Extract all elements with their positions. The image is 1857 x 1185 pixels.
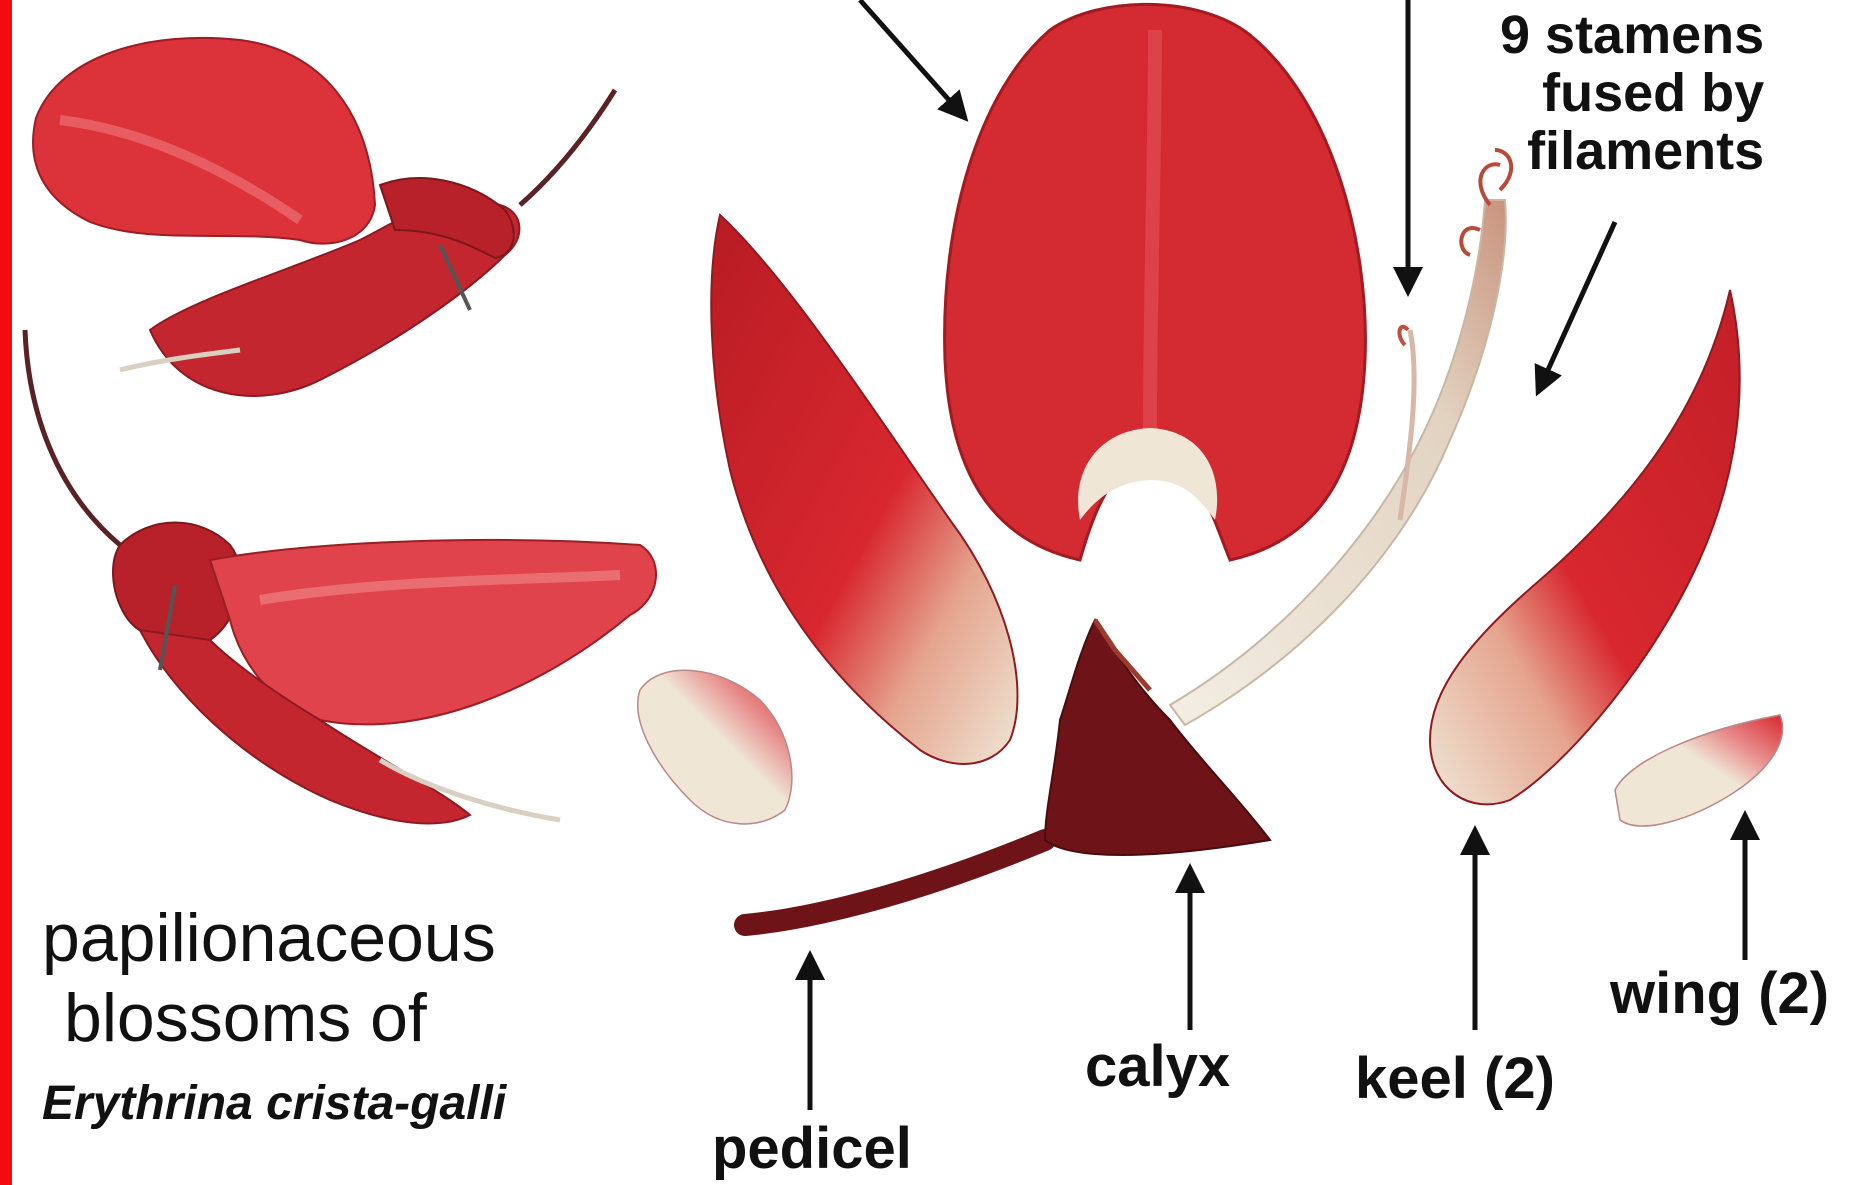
caption-line1: papilionaceous [42,898,506,978]
standard-petal [945,4,1366,560]
caption-species: Erythrina crista-galli [42,1064,506,1144]
arrow-standard [860,0,965,118]
blossom-illustration-top [33,38,615,396]
wing-petal-right [1615,715,1783,826]
label-stamens-line3: filaments [1500,122,1764,180]
wing-petal-left [638,670,792,824]
blossom-illustration-bottom [25,330,656,823]
arrow-stamens [1538,222,1615,392]
diagram-caption: papilionaceous blossoms of Erythrina cri… [42,898,506,1144]
label-stamens-line2: fused by [1500,64,1764,122]
label-keel: keel (2) [1355,1050,1555,1108]
label-stamens: 9 stamens fused by filaments [1500,6,1764,180]
left-border [0,0,12,1185]
label-wing: wing (2) [1610,965,1829,1023]
label-stamens-line1: 9 stamens [1500,6,1764,64]
label-calyx: calyx [1085,1038,1230,1096]
label-pedicel: pedicel [712,1120,912,1178]
caption-line2: blossoms of [42,978,506,1058]
